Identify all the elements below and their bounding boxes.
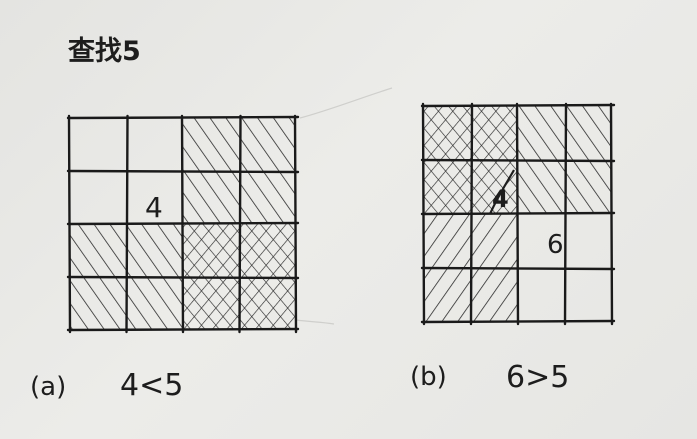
grid-horizontal-line <box>420 319 616 324</box>
cross-hatched-cell-overlay <box>239 224 296 277</box>
hatched-cell <box>424 268 471 322</box>
grid-b-lines <box>420 102 616 326</box>
grid-horizontal-line <box>66 169 300 174</box>
hatched-cell <box>565 160 612 214</box>
grid-horizontal-line <box>66 327 300 332</box>
hatched-cell <box>518 106 565 160</box>
grid-horizontal-line <box>420 211 616 216</box>
hatched-cell <box>183 171 240 224</box>
hatched-cell <box>239 171 296 224</box>
caption-a-label: (a) <box>30 372 66 402</box>
hatched-cell <box>70 224 127 277</box>
hatched-cell <box>565 106 612 160</box>
grid-horizontal-line <box>420 158 616 163</box>
grid-b-strike-mark <box>488 169 515 215</box>
grid-horizontal-line <box>66 221 300 226</box>
grid-horizontal-line <box>420 103 616 108</box>
grid-b-crossed-number: 4 <box>492 185 509 213</box>
cross-hatched-cell-overlay <box>471 106 518 160</box>
grid-b-cell-number: 6 <box>547 230 564 260</box>
hatched-cell <box>471 214 518 268</box>
caption-b-label: (b) <box>410 362 447 392</box>
cross-hatched-cell-overlay <box>424 106 471 160</box>
hatched-cell <box>183 118 240 171</box>
hatched-cell <box>518 160 565 214</box>
grid-horizontal-line <box>66 275 300 280</box>
grid-a-cell-number: 4 <box>145 191 163 224</box>
hatched-cell <box>126 277 183 330</box>
caption-a-text: 4<5 <box>120 368 183 403</box>
cross-hatched-cell-overlay <box>424 160 471 214</box>
grid-b: 4 6 <box>420 102 616 326</box>
cross-hatched-cell-overlay <box>183 224 240 277</box>
grid-b-hatching <box>424 106 612 322</box>
grid-a-hatching <box>70 118 296 330</box>
hatched-cell <box>471 268 518 322</box>
grid-a-lines <box>66 114 300 334</box>
hatched-cell <box>126 224 183 277</box>
pencil-smudge-2 <box>295 319 335 325</box>
hatched-cell <box>239 118 296 171</box>
cross-hatched-cell-overlay <box>183 277 240 330</box>
grid-horizontal-line <box>420 266 616 271</box>
grid-a: 4 <box>66 114 300 334</box>
cross-hatched-cell-overlay <box>239 277 296 330</box>
pencil-smudge <box>299 87 393 119</box>
page-title: 查找5 <box>68 36 141 67</box>
caption-b-text: 6>5 <box>506 360 569 395</box>
hatched-cell <box>70 277 127 330</box>
hatched-cell <box>424 214 471 268</box>
grid-horizontal-line <box>66 115 300 120</box>
